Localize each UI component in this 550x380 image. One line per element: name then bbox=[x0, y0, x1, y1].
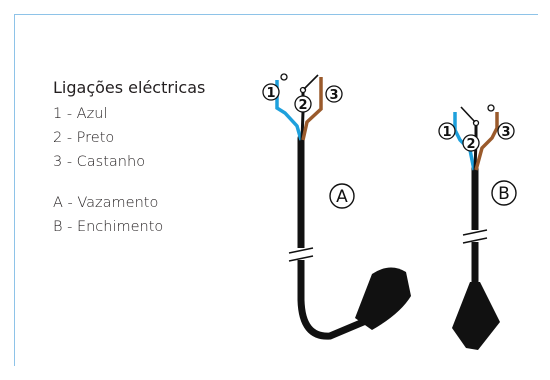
cable-b-float bbox=[452, 282, 500, 350]
legend-cable-a: A - Vazamento bbox=[53, 195, 159, 211]
cable-b-switch-lever bbox=[460, 106, 476, 123]
cable-a-wire-blue bbox=[275, 80, 303, 141]
legend-wire-1: 1 - Azul bbox=[53, 106, 108, 122]
cable-a-label-circle bbox=[329, 183, 355, 209]
cable-a-label: A bbox=[336, 187, 348, 207]
cable-b-break-mark bbox=[462, 229, 488, 244]
legend-wire-2: 2 - Preto bbox=[53, 130, 115, 146]
legend-title: Ligações eléctricas bbox=[53, 78, 206, 97]
cable-a-num-2: 2 bbox=[298, 98, 307, 113]
cable-a-break-mark bbox=[288, 247, 314, 262]
cable-b-label: B bbox=[498, 184, 510, 204]
cable-a-plug bbox=[355, 267, 411, 330]
cable-b: 1 2 3 B bbox=[438, 104, 517, 350]
cable-b-num-3: 3 bbox=[501, 125, 510, 140]
cable-a-wire-brown bbox=[301, 77, 323, 141]
panel-frame bbox=[14, 14, 538, 366]
cable-b-num-2: 2 bbox=[466, 137, 475, 152]
cable-b-wire-brown bbox=[474, 112, 499, 171]
cable-b-wire-blue bbox=[453, 112, 476, 171]
legend: Ligações eléctricas 1 - Azul 2 - Preto 3… bbox=[53, 76, 205, 239]
cable-a-contact-1 bbox=[280, 73, 288, 81]
cable-a-body bbox=[297, 134, 372, 340]
legend-cable-b: B - Enchimento bbox=[53, 219, 164, 235]
cable-b-label-circle bbox=[491, 180, 517, 206]
cable-b-contact-3 bbox=[487, 104, 495, 112]
legend-wire-3: 3 - Castanho bbox=[53, 154, 146, 170]
cable-a-num-1: 1 bbox=[266, 86, 275, 101]
cable-a-switch-lever bbox=[303, 74, 319, 90]
cable-a-num-3: 3 bbox=[329, 88, 338, 103]
cable-a: 1 2 3 A bbox=[262, 73, 411, 340]
cable-b-num-1: 1 bbox=[442, 125, 451, 140]
